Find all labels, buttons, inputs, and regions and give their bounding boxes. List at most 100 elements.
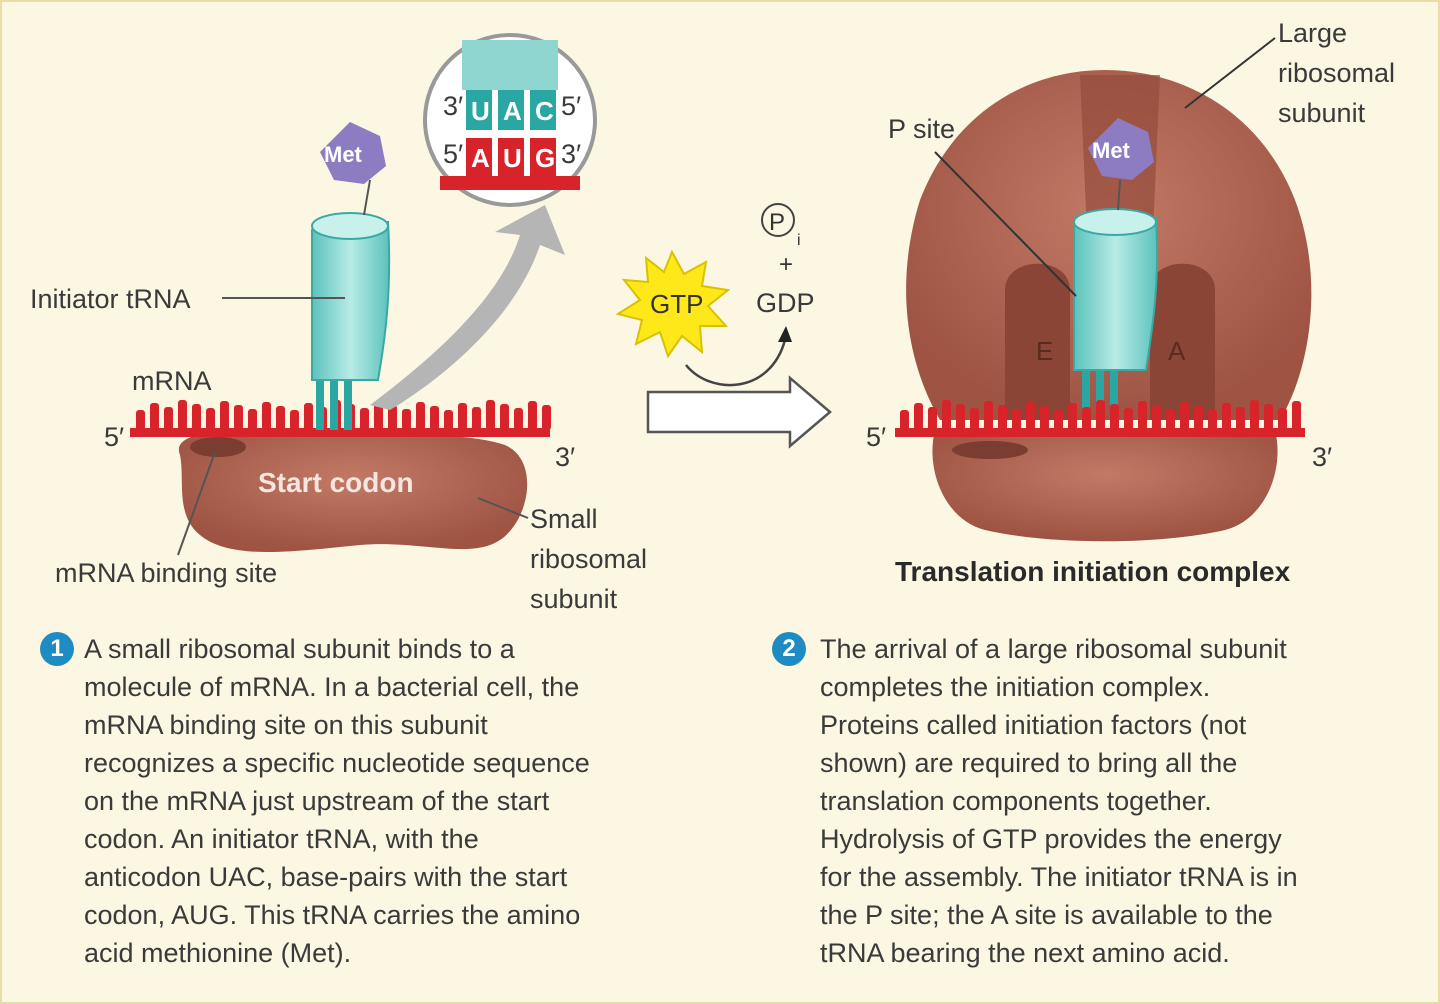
small-subunit-label-2: ribosomal (530, 544, 647, 574)
mrna-nucleotide (1068, 403, 1077, 430)
mrna-nucleotide (1012, 409, 1021, 430)
large-subunit-label-1: Large (1278, 18, 1347, 48)
inset-bottom-left-end: 5′ (443, 139, 463, 169)
mrna-nucleotide (1278, 408, 1287, 430)
hydrolysis-arrow (685, 339, 787, 387)
large-subunit-label-3: subunit (1278, 98, 1366, 128)
mrna-five-prime-right: 5′ (866, 422, 886, 452)
met-label-left: Met (324, 142, 363, 167)
mrna-nucleotide (900, 410, 909, 430)
mrna-nucleotide (914, 403, 923, 430)
small-ribosomal-subunit (178, 430, 528, 553)
mrna-binding-site (190, 437, 246, 457)
mrna-nucleotide (374, 401, 383, 430)
step-2-line: The arrival of a large ribosomal subunit (820, 634, 1287, 664)
step-2-line: for the assembly. The initiator tRNA is … (820, 862, 1298, 892)
p-site-label: P site (888, 114, 955, 144)
p-site-leader (934, 151, 1077, 297)
step-1-badge: 1 (40, 632, 74, 666)
hydrolysis-arrowhead (778, 326, 792, 342)
mrna-nucleotide (1194, 406, 1203, 430)
step-1-line: A small ribosomal subunit binds to a (84, 634, 515, 664)
step-1-line: molecule of mRNA. In a bacterial cell, t… (84, 672, 580, 702)
step-2-line: shown) are required to bring all the (820, 748, 1238, 778)
mrna-nucleotide (970, 408, 979, 430)
mrna-nucleotide (1250, 400, 1259, 430)
step-2-caption: The arrival of a large ribosomal subunit… (820, 630, 1298, 972)
step-2-line: completes the initiation complex. (820, 672, 1211, 702)
step-1-line: codon. An initiator tRNA, with the (84, 824, 479, 854)
mrna-nucleotide (192, 404, 201, 430)
mrna-nucleotide (1292, 401, 1301, 430)
e-site (1005, 263, 1070, 420)
e-site-label: E (1036, 336, 1053, 366)
step-2-line: Hydrolysis of GTP provides the energy (820, 824, 1282, 854)
gtp-label: GTP (650, 289, 703, 319)
mrna-five-prime-left: 5′ (104, 422, 124, 452)
mrna-binding-site-leader (177, 451, 216, 556)
mrna-nucleotide (1208, 410, 1217, 430)
step-2-line: Proteins called initiation factors (not (820, 710, 1247, 740)
step-1-line: anticodon UAC, base-pairs with the start (84, 862, 568, 892)
met-label-right: Met (1092, 138, 1131, 163)
mrna-nucleotide (1152, 405, 1161, 430)
mrna-binding-site-label: mRNA binding site (55, 558, 277, 588)
codon-anticodon-inset (423, 33, 597, 207)
plus-sign: + (779, 251, 793, 278)
pi-label: P (769, 209, 785, 236)
mrna-nucleotide (388, 405, 397, 430)
mrna-nucleotide (150, 403, 159, 430)
mrna-nucleotide (248, 409, 257, 430)
codon-a: A (471, 143, 490, 173)
anticodon-u: U (471, 96, 490, 126)
mrna-nucleotide (956, 404, 965, 430)
reaction-arrow (646, 375, 832, 449)
mrna-nucleotide (1166, 409, 1175, 430)
step-2-badge: 2 (772, 632, 806, 666)
step-1-line: mRNA binding site on this subunit (84, 710, 488, 740)
mrna-nucleotide (262, 402, 271, 430)
mrna-nucleotide (220, 401, 229, 430)
small-subunit-leader (477, 497, 529, 519)
mrna-three-prime-right: 3′ (1312, 442, 1332, 472)
complex-title: Translation initiation complex (895, 556, 1291, 587)
step-1-line: on the mRNA just upstream of the start (84, 786, 550, 816)
codon-g: G (535, 143, 555, 173)
mrna-nucleotide (528, 401, 537, 430)
mrna-nucleotide (1264, 404, 1273, 430)
initiator-trna-label: Initiator tRNA (30, 284, 191, 314)
gdp-label: GDP (756, 288, 815, 318)
met-hexagon-right (1088, 118, 1154, 180)
mrna-nucleotide (984, 401, 993, 430)
mrna-nucleotide (430, 406, 439, 430)
mrna-nucleotide (1138, 401, 1147, 430)
pi-subscript: i (797, 232, 801, 249)
mrna-nucleotide (998, 405, 1007, 430)
step-1-line: acid methionine (Met). (84, 938, 352, 968)
mrna-nucleotide (1096, 400, 1105, 430)
mrna-nucleotide (178, 400, 187, 430)
mrna-nucleotide (542, 405, 551, 430)
mrna-nucleotide (164, 407, 173, 430)
large-subunit-label-2: ribosomal (1278, 58, 1395, 88)
mrna-nucleotide (402, 409, 411, 430)
mrna-strand-right (895, 400, 1305, 437)
mrna-nucleotide (416, 402, 425, 430)
anticodon-a: A (503, 96, 522, 126)
mrna-nucleotide (458, 403, 467, 430)
mrna-nucleotide (1180, 402, 1189, 430)
inset-bottom-right-end: 3′ (561, 139, 581, 169)
inset-top-right-end: 5′ (561, 91, 581, 121)
step-1-line: recognizes a specific nucleotide sequenc… (84, 748, 590, 778)
mrna-nucleotide (486, 400, 495, 430)
mrna-nucleotide (1236, 407, 1245, 430)
step-1-caption: A small ribosomal subunit binds to a mol… (84, 630, 590, 972)
mrna-label: mRNA (132, 366, 212, 396)
mrna-nucleotide (360, 408, 369, 430)
initiator-trna-left (311, 179, 391, 430)
small-subunit-label-1: Small (530, 504, 598, 534)
a-site (1150, 263, 1215, 420)
anticodon-c: C (535, 96, 554, 126)
pi-circle (761, 203, 795, 237)
